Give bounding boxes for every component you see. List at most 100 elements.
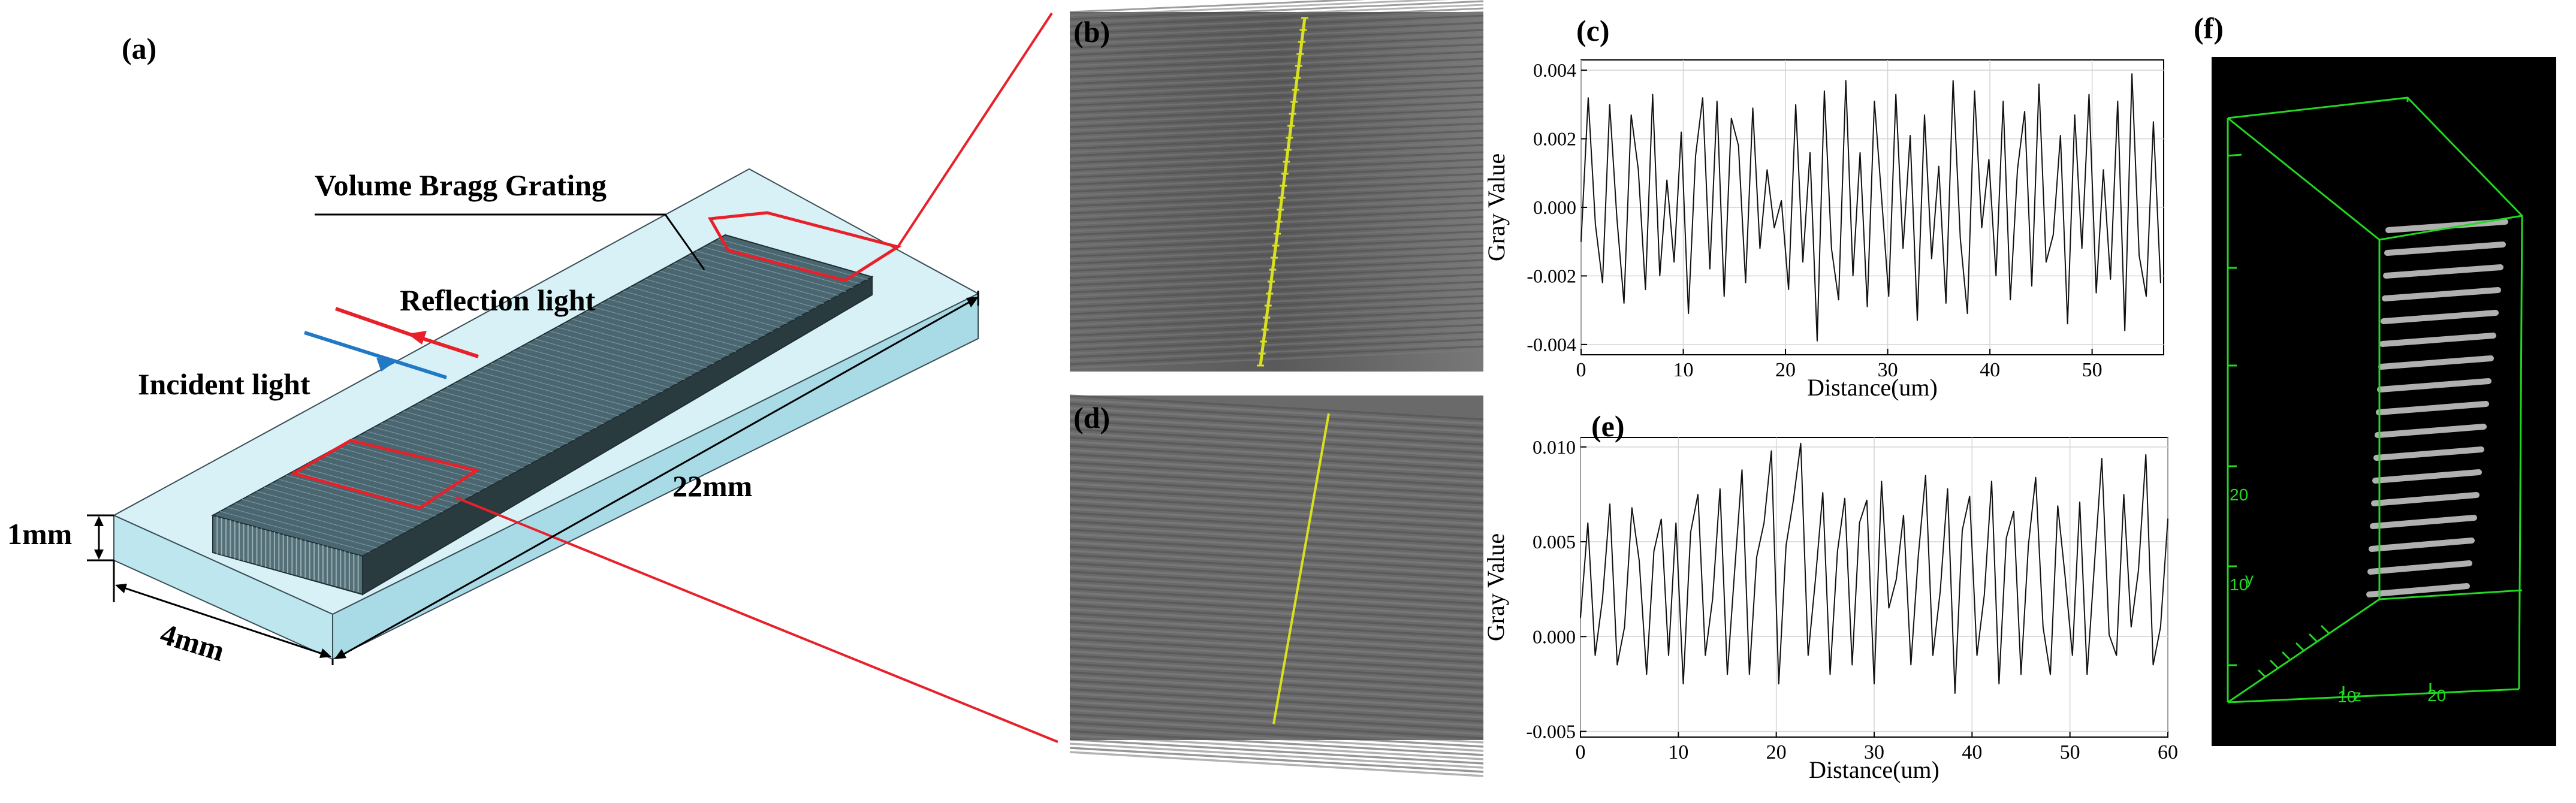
micrograph-b-stripe [1069, 270, 1484, 290]
micrograph-b-stripe [1069, 173, 1484, 193]
micrograph-d-stripe [1069, 600, 1484, 626]
grating-fringe-line [432, 394, 583, 437]
micrograph-d-stripe [1069, 411, 1484, 437]
micrograph-d-stripe [1069, 722, 1484, 748]
data-point [1588, 97, 1589, 98]
grating-fringe-line [293, 470, 444, 513]
profile-line-b [1259, 17, 1307, 366]
grating-fringe-line [688, 254, 839, 297]
micrograph-d-stripe [1069, 466, 1484, 492]
micrograph-d-stripe [1069, 629, 1484, 656]
zoom-connector-top [897, 12, 1053, 248]
data-point [1822, 491, 1824, 493]
micrograph-d-stripe [1069, 587, 1484, 614]
data-point [1910, 135, 1911, 136]
grating-fringe-line [461, 379, 612, 421]
data-point [1817, 340, 1818, 342]
panel-a: (a) Volume Bragg Grating Reflection ligh… [0, 0, 1058, 803]
data-point [1815, 579, 1816, 581]
reconstruction-bar [2384, 241, 2506, 256]
y-tick-label: 0.005 [1533, 531, 1576, 553]
dim-height-arrow-up [94, 516, 104, 526]
data-point [1580, 617, 1581, 618]
grating-fringe-line [476, 370, 626, 412]
micrograph-b-stripe [1069, 280, 1484, 301]
reconstruction-bg [2212, 57, 2556, 746]
data-point [2059, 135, 2061, 136]
data-point [1653, 551, 1655, 552]
micrograph-d-stripe [1069, 453, 1484, 479]
micrograph-b-stripe [1069, 284, 1484, 304]
data-point [1895, 579, 1897, 581]
data-point [2064, 575, 2066, 576]
data-point [1770, 450, 1772, 451]
data-point [2094, 564, 2095, 565]
y-tick-label: 0.010 [1533, 436, 1576, 458]
x-tick-label: 0 [1576, 359, 1586, 381]
data-point [1947, 488, 1948, 490]
micrograph-b-stripe [1069, 252, 1484, 272]
micrograph-b-stripe [1069, 68, 1484, 89]
micrograph-b-stripe [1069, 0, 1367, 13]
y-tick-label: 0.000 [1533, 197, 1576, 218]
data-point [2005, 537, 2007, 539]
data-point [1788, 289, 1789, 291]
micrograph-b-stripe [1069, 14, 1484, 35]
micrograph-d-stripe [1069, 612, 1484, 639]
data-point [2024, 111, 2025, 112]
data-point [1902, 247, 1904, 249]
data-point [1844, 497, 1845, 499]
micrograph-d-stripe [1069, 747, 1484, 773]
data-point [2013, 511, 2014, 512]
micrograph-d-stripe [1069, 436, 1484, 463]
grating-fringe-line [257, 491, 407, 533]
data-point [1983, 594, 1985, 596]
micrograph-d-texture [1069, 394, 1484, 777]
micrograph-d-stripe [1069, 394, 1484, 421]
micrograph-b-stripe [1069, 144, 1484, 164]
data-point [2042, 626, 2044, 628]
reconstruction-bar [2377, 378, 2491, 393]
data-point [1969, 496, 1971, 497]
data-point [1602, 282, 1603, 283]
micrograph-b-stripe [1069, 90, 1484, 110]
data-point [1976, 655, 1978, 656]
reconstruction-bar [2376, 401, 2489, 415]
data-point [1866, 306, 1868, 307]
dim-length-arrow-right [966, 297, 979, 307]
grating-fringe-line [381, 422, 532, 464]
micrograph-b-stripe [1069, 50, 1484, 71]
grating-fringe-line [674, 262, 824, 304]
grating-fringe-line [425, 399, 575, 440]
data-point [1697, 494, 1699, 495]
micrograph-d-stripe [1069, 667, 1484, 693]
x-tick-label: 30 [1878, 359, 1898, 381]
micrograph-d-stripe [1069, 545, 1484, 572]
micrograph-d-stripe [1069, 495, 1484, 521]
panel-c-label: (c) [1576, 14, 1610, 47]
micrograph-b-stripe [1069, 331, 1484, 351]
panel-d: (d) [1069, 394, 1484, 777]
data-point [1587, 522, 1589, 524]
micrograph-b-stripe [1069, 291, 1484, 312]
x-tick-label: 10 [1668, 741, 1688, 763]
micrograph-b-texture [1069, 0, 1484, 369]
micrograph-b-stripe [1069, 0, 1449, 17]
data-point [1616, 664, 1618, 666]
data-point [2123, 494, 2125, 495]
x-tick-label: 50 [2060, 741, 2080, 763]
data-point [1623, 303, 1625, 304]
micrograph-d-stripe [1069, 566, 1484, 593]
bounding-box-ticks [2227, 153, 2432, 695]
reconstruction-bar [2371, 492, 2480, 506]
grating-fringe-line [366, 431, 517, 473]
micrograph-d-stripe [1069, 734, 1484, 760]
grating-fringe-line [651, 274, 803, 316]
data-point [1888, 295, 1890, 297]
reconstruction-bar [2369, 538, 2475, 552]
micrograph-b-stripe [1069, 191, 1484, 211]
micrograph-b-stripe [1069, 22, 1484, 42]
zoom-connector-bottom [455, 496, 1058, 743]
micrograph-d-stripe [1069, 621, 1484, 647]
data-point [2138, 569, 2139, 571]
